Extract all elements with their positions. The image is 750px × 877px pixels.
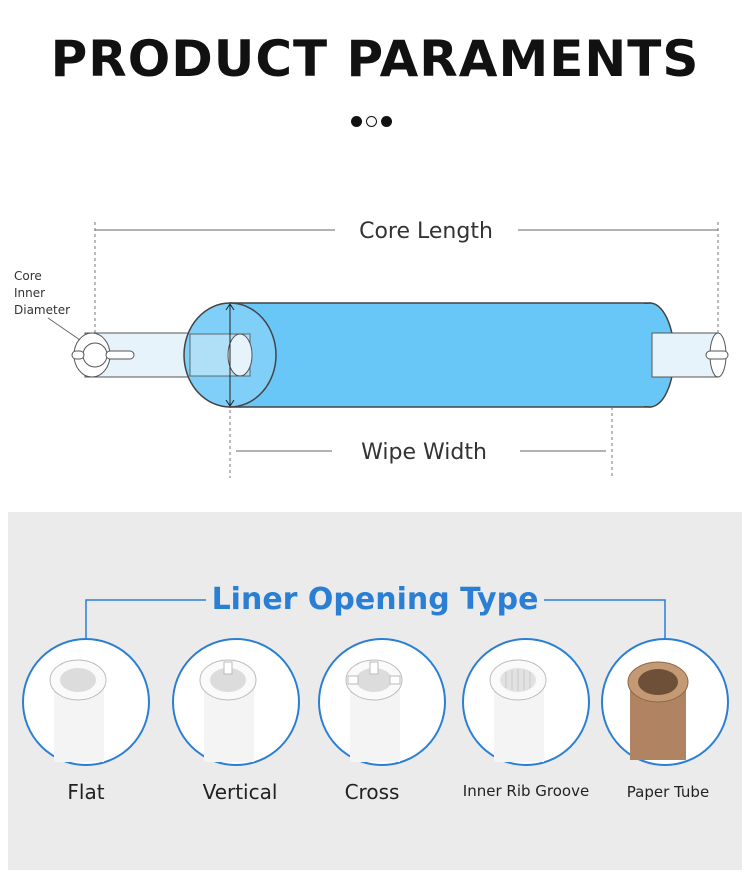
wipe-width-label: Wipe Width (361, 440, 487, 465)
right-core-tube (651, 332, 729, 378)
liner-type-label-flat: Flat (67, 780, 105, 804)
indicator-dot-active (366, 116, 377, 127)
liner-type-label-inner-rib-groove: Inner Rib Groove (462, 782, 590, 800)
indicator-dot (351, 116, 362, 127)
indicator-dot (381, 116, 392, 127)
liner-panel-graphics (22, 599, 729, 766)
core-inner-diameter-label-2: Inner (14, 286, 45, 300)
core-inner-diameter-label-3: Diameter (14, 303, 70, 317)
wipe-roll (183, 302, 675, 408)
liner-opening-panel: Liner Opening Type Flat Vertical Cross I… (8, 512, 742, 870)
page-title: PRODUCT PARAMENTS (50, 30, 700, 88)
core-inner-diameter-label-1: Core (14, 269, 42, 283)
slide-indicator (351, 116, 392, 127)
inner-rib-groove-tube-icon (462, 638, 590, 766)
liner-opening-title: Liner Opening Type (211, 582, 539, 617)
roll-dimension-diagram: Core Length Core Inner Diameter Wipe Wid… (14, 219, 729, 478)
liner-type-label-vertical: Vertical (202, 780, 278, 804)
paper-tube-icon (601, 638, 729, 766)
liner-type-label-paper-tube: Paper Tube (626, 783, 710, 801)
vertical-slot-tube-icon (172, 638, 300, 766)
flat-tube-icon (22, 638, 150, 766)
core-length-label: Core Length (359, 219, 493, 244)
liner-type-label-cross: Cross (344, 780, 400, 804)
cross-slot-tube-icon (318, 638, 446, 766)
